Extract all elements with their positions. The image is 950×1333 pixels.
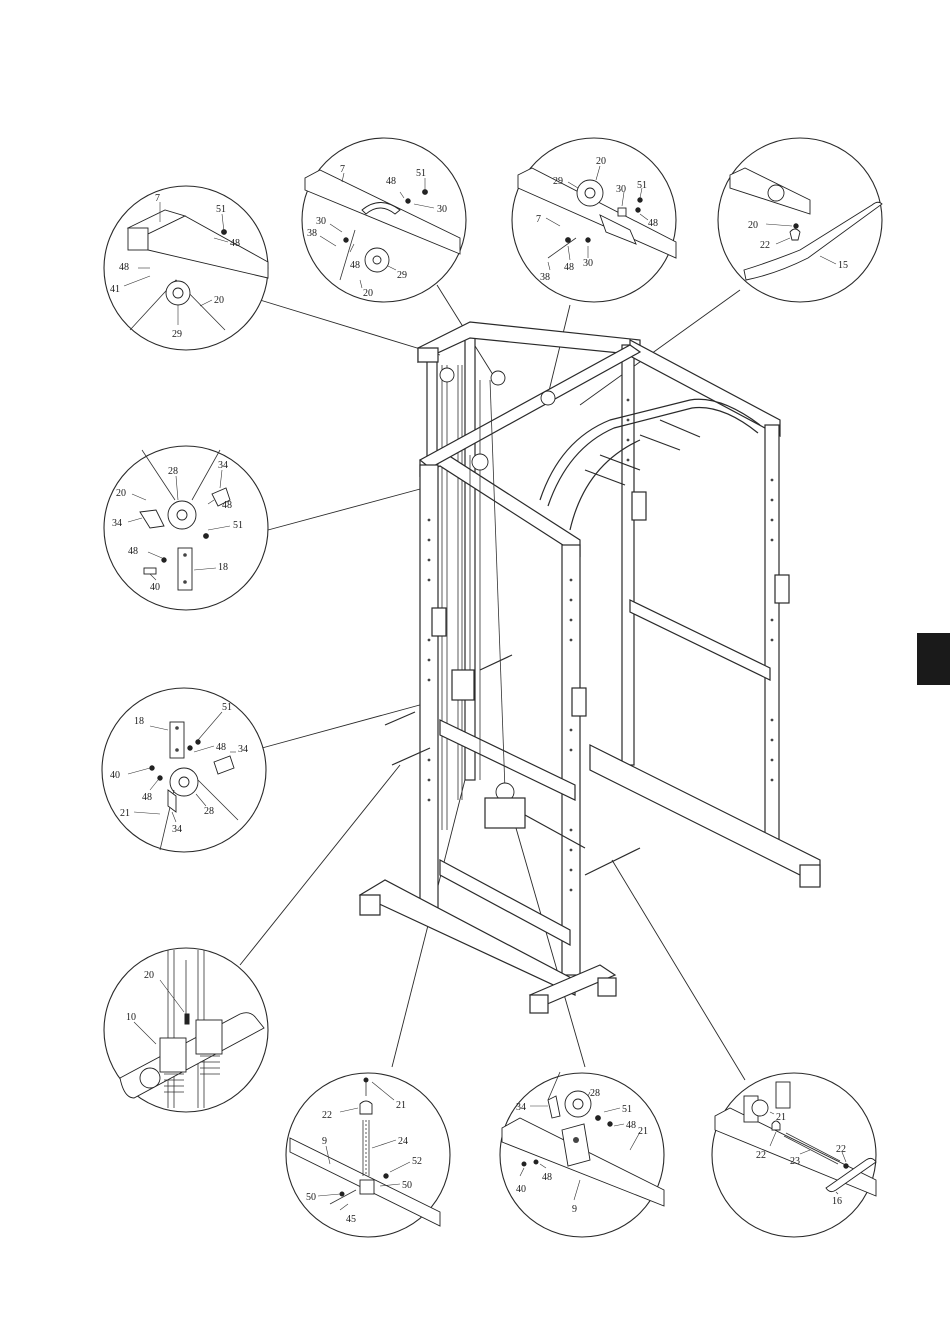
label-part-29: 29 <box>172 329 182 340</box>
callout-lines <box>240 285 745 1080</box>
label-part-40: 40 <box>150 582 160 593</box>
label-part-30: 30 <box>437 204 447 215</box>
label-part-51: 51 <box>233 520 243 531</box>
label-part-48: 48 <box>216 742 226 753</box>
label-part-18: 18 <box>134 716 144 727</box>
label-part-20: 20 <box>144 970 154 981</box>
label-part-48: 48 <box>128 546 138 557</box>
label-part-9: 9 <box>322 1136 327 1147</box>
label-part-48: 48 <box>564 262 574 273</box>
label-part-21: 21 <box>396 1100 406 1111</box>
label-part-7: 7 <box>536 214 541 225</box>
label-part-28: 28 <box>204 806 214 817</box>
label-part-48: 48 <box>350 260 360 271</box>
page-section-tab <box>917 633 950 685</box>
label-part-20: 20 <box>116 488 126 499</box>
label-part-9: 9 <box>572 1204 577 1215</box>
label-part-20: 20 <box>596 156 606 167</box>
label-part-48: 48 <box>230 238 240 249</box>
label-part-34: 34 <box>112 518 122 529</box>
label-part-48: 48 <box>626 1120 636 1131</box>
label-part-41: 41 <box>110 284 120 295</box>
label-part-29: 29 <box>397 270 407 281</box>
label-part-24: 24 <box>398 1136 408 1147</box>
label-part-30: 30 <box>583 258 593 269</box>
detail-top-center-pulley: 7 48 51 30 30 38 48 20 29 <box>302 138 466 302</box>
label-part-21: 21 <box>120 808 130 819</box>
label-part-20: 20 <box>748 220 758 231</box>
label-part-48: 48 <box>542 1172 552 1183</box>
label-part-48: 48 <box>142 792 152 803</box>
label-part-50: 50 <box>306 1192 316 1203</box>
label-part-22: 22 <box>322 1110 332 1121</box>
label-part-16: 16 <box>832 1196 842 1207</box>
label-part-30: 30 <box>616 184 626 195</box>
rack-frame <box>360 322 820 1013</box>
label-part-40: 40 <box>110 770 120 781</box>
label-part-7: 7 <box>155 193 160 204</box>
detail-weight-carriage: 20 10 <box>104 948 268 1112</box>
label-part-48: 48 <box>648 218 658 229</box>
label-part-28: 28 <box>168 466 178 477</box>
label-part-34: 34 <box>172 824 182 835</box>
detail-upper-swivel-pulley: 28 34 20 48 34 51 48 18 40 <box>104 446 268 610</box>
label-part-34: 34 <box>238 744 248 755</box>
label-part-23: 23 <box>790 1156 800 1167</box>
label-part-21: 21 <box>776 1112 786 1123</box>
detail-top-left-pulley: 7 51 48 48 41 20 29 <box>104 186 268 350</box>
label-part-20: 20 <box>214 295 224 306</box>
label-part-20: 20 <box>363 288 373 299</box>
label-part-15: 15 <box>838 260 848 271</box>
label-part-51: 51 <box>416 168 426 179</box>
label-part-40: 40 <box>516 1184 526 1195</box>
detail-low-pulley: 28 34 51 48 21 40 48 9 <box>500 1072 664 1237</box>
label-part-29: 29 <box>553 176 563 187</box>
label-part-7: 7 <box>340 164 345 175</box>
label-part-30: 30 <box>316 216 326 227</box>
label-part-51: 51 <box>222 702 232 713</box>
label-part-51: 51 <box>216 204 226 215</box>
label-part-21: 21 <box>638 1126 648 1137</box>
label-part-50: 50 <box>402 1180 412 1191</box>
detail-lat-bar: 20 22 15 <box>718 138 882 302</box>
label-part-18: 18 <box>218 562 228 573</box>
label-part-52: 52 <box>412 1156 422 1167</box>
label-part-22: 22 <box>760 240 770 251</box>
label-part-51: 51 <box>637 180 647 191</box>
label-part-10: 10 <box>126 1012 136 1023</box>
label-part-48: 48 <box>386 176 396 187</box>
label-part-34: 34 <box>516 1102 526 1113</box>
label-part-22: 22 <box>756 1150 766 1161</box>
label-part-51: 51 <box>622 1104 632 1115</box>
label-part-38: 38 <box>540 272 550 283</box>
detail-low-row-bar: 21 22 23 22 16 <box>712 1073 876 1237</box>
detail-lower-swivel-pulley: 18 51 48 34 40 48 21 34 28 <box>102 688 266 852</box>
label-part-48: 48 <box>119 262 129 273</box>
detail-top-right-pulley: 20 29 30 51 7 48 38 48 30 <box>512 138 676 302</box>
detail-chain-link: 21 22 24 52 50 50 45 9 <box>286 1073 450 1237</box>
label-part-45: 45 <box>346 1214 356 1225</box>
label-part-28: 28 <box>590 1088 600 1099</box>
label-part-38: 38 <box>307 228 317 239</box>
label-part-34: 34 <box>218 460 228 471</box>
label-part-22: 22 <box>836 1144 846 1155</box>
label-part-48: 48 <box>222 500 232 511</box>
